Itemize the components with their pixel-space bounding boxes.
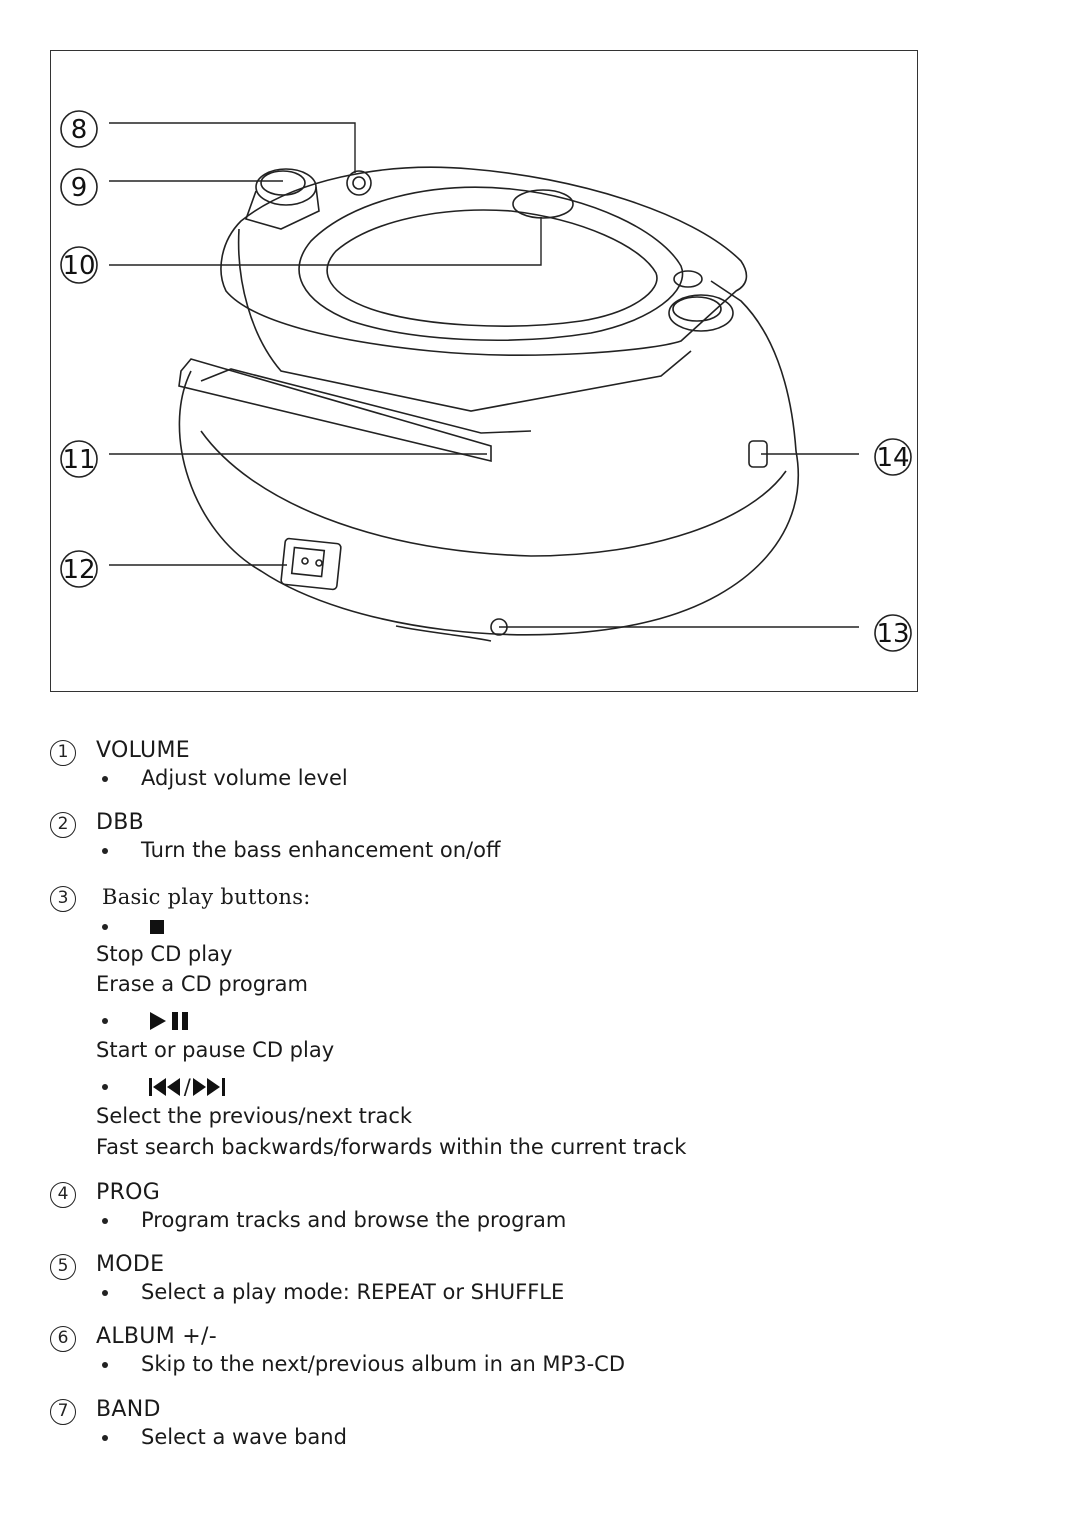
leader-line-10 bbox=[109, 217, 542, 266]
legend-bullet: Select a wave band bbox=[102, 1425, 347, 1449]
skip-desc-2: Fast search backwards/forwards within th… bbox=[96, 1135, 687, 1159]
legend-bullet: Skip to the next/previous album in an MP… bbox=[102, 1352, 625, 1376]
callout-13: 13 bbox=[876, 619, 909, 649]
callout-12: 12 bbox=[62, 555, 95, 585]
legend-bullet: Turn the bass enhancement on/off bbox=[102, 838, 500, 862]
stop-icon bbox=[149, 920, 164, 934]
legend-number: 3 bbox=[50, 886, 76, 912]
stop-desc-2: Erase a CD program bbox=[96, 972, 308, 996]
power-socket bbox=[280, 537, 342, 591]
next-track-icon bbox=[192, 1078, 225, 1096]
volume-knob-top bbox=[260, 170, 306, 196]
device-bottom-curve bbox=[200, 430, 787, 557]
front-ridge bbox=[200, 368, 532, 434]
legend-title: PROG bbox=[96, 1180, 161, 1205]
legend-number: 7 bbox=[50, 1399, 76, 1425]
headphone-jack bbox=[346, 170, 372, 196]
legend-number: 2 bbox=[50, 812, 76, 838]
play-pause-icon bbox=[149, 1012, 188, 1030]
skip-bullet: / bbox=[102, 1074, 227, 1099]
legend-bullet: Adjust volume level bbox=[102, 766, 348, 790]
stop-bullet bbox=[102, 914, 166, 938]
legend-number: 5 bbox=[50, 1254, 76, 1280]
cd-door-outer bbox=[298, 186, 684, 341]
play-pause-bullet bbox=[102, 1008, 196, 1032]
callout-11: 11 bbox=[62, 445, 95, 475]
legend-title: DBB bbox=[96, 810, 145, 835]
rear-ridge bbox=[237, 228, 692, 412]
callout-10: 10 bbox=[62, 251, 95, 281]
telescopic-antenna bbox=[178, 358, 492, 463]
legend-title: Basic play buttons: bbox=[102, 885, 311, 909]
stop-desc-1: Stop CD play bbox=[96, 942, 233, 966]
legend-title: MODE bbox=[96, 1252, 165, 1277]
previous-track-icon bbox=[148, 1078, 180, 1096]
cd-door-inner bbox=[326, 209, 658, 327]
play-desc-1: Start or pause CD play bbox=[96, 1038, 335, 1062]
open-close-button bbox=[512, 189, 574, 219]
legend-bullet: Program tracks and browse the program bbox=[102, 1208, 566, 1232]
legend-number: 1 bbox=[50, 740, 76, 766]
callout-14: 14 bbox=[876, 443, 909, 473]
tuning-knob bbox=[668, 294, 734, 332]
device-body-outline bbox=[178, 280, 800, 636]
product-diagram-frame: 8 9 10 11 12 13 14 bbox=[50, 50, 918, 692]
legend-title: VOLUME bbox=[96, 738, 190, 763]
leader-line-8 bbox=[109, 122, 356, 173]
legend-title: BAND bbox=[96, 1397, 161, 1422]
skip-separator: / bbox=[183, 1075, 191, 1099]
callout-8: 8 bbox=[71, 115, 88, 145]
legend-bullet: Select a play mode: REPEAT or SHUFFLE bbox=[102, 1280, 564, 1304]
legend-title: ALBUM +/- bbox=[96, 1324, 217, 1349]
cd-player-illustration: 8 9 10 11 12 13 14 bbox=[60, 110, 912, 652]
legend-number: 4 bbox=[50, 1182, 76, 1208]
callout-9: 9 bbox=[71, 173, 88, 203]
legend-number: 6 bbox=[50, 1326, 76, 1352]
skip-desc-1: Select the previous/next track bbox=[96, 1104, 413, 1128]
device-base-edge bbox=[395, 625, 492, 642]
